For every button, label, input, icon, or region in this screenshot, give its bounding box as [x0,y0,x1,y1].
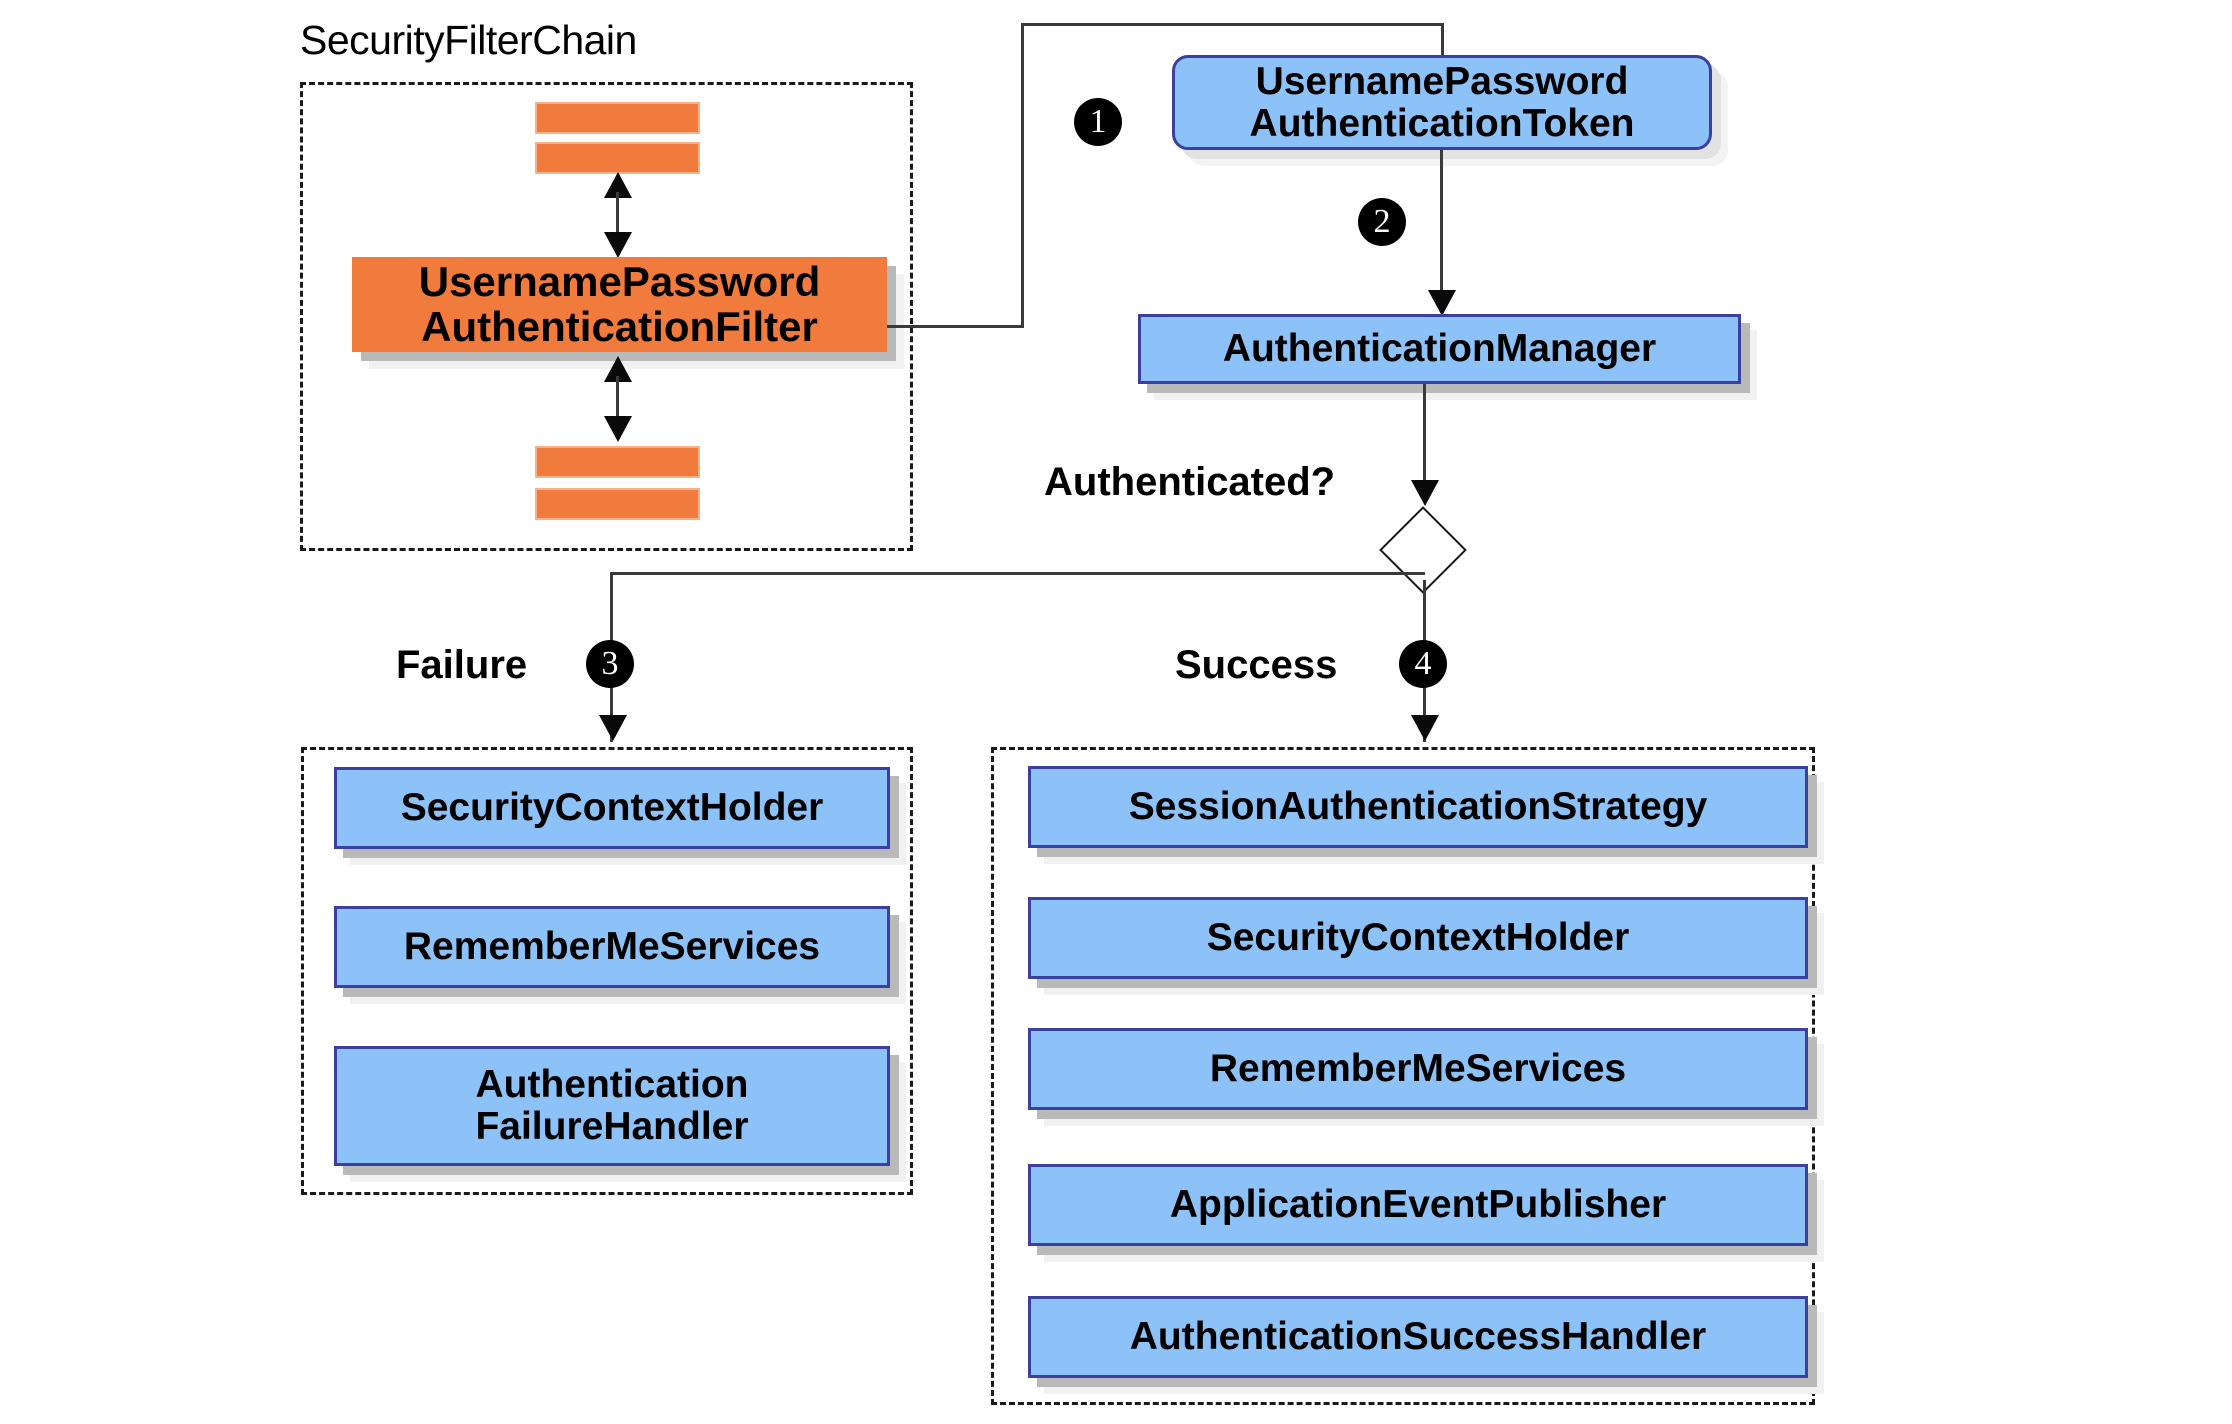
security-filter-chain-group [300,82,913,551]
connector-token-to-manager-line [1440,150,1443,305]
badge-1: 1 [1074,98,1122,146]
branch-failure-label: Failure [396,643,528,687]
node-username-password-authentication-filter[interactable]: UsernamePassword AuthenticationFilter [352,257,887,352]
failure-node-security-context-holder[interactable]: SecurityContextHolder [334,767,890,849]
badge-3: 3 [586,640,634,688]
filter-stub-top-1 [535,102,700,134]
node-username-password-authentication-token[interactable]: UsernamePassword AuthenticationToken [1172,55,1712,150]
connector-token-to-manager-arrow [1428,290,1456,316]
filter-stub-bottom-2 [535,488,700,520]
connector-token-entry [1441,23,1444,58]
success-node-application-event-publisher[interactable]: ApplicationEventPublisher [1028,1164,1808,1246]
filter-stub-top-2 [535,142,700,174]
branch-success-label: Success [1175,643,1338,687]
filter-link-top-line [616,192,619,238]
branch-failure-arrow [599,715,627,741]
success-node-remember-me-services[interactable]: RememberMeServices [1028,1028,1808,1110]
connector-filter-to-token-h1 [887,325,1024,328]
success-group [991,747,1815,1405]
decision-label: Authenticated? [1044,460,1336,504]
filter-link-bottom-line [616,376,619,422]
success-node-session-authentication-strategy[interactable]: SessionAuthenticationStrategy [1028,766,1808,848]
failure-node-remember-me-services[interactable]: RememberMeServices [334,906,890,988]
badge-2: 2 [1358,198,1406,246]
branch-horizontal-line [610,572,1425,575]
security-filter-chain-title: SecurityFilterChain [300,17,637,63]
success-node-authentication-success-handler[interactable]: AuthenticationSuccessHandler [1028,1296,1808,1378]
badge-4: 4 [1399,640,1447,688]
node-authentication-manager[interactable]: AuthenticationManager [1138,314,1741,384]
failure-node-authentication-failure-handler[interactable]: Authentication FailureHandler [334,1046,890,1166]
filter-link-top-arrow-down [604,232,632,258]
connector-filter-to-token-h2 [1021,23,1444,26]
connector-manager-to-decision-line [1423,384,1426,499]
success-node-security-context-holder[interactable]: SecurityContextHolder [1028,897,1808,979]
failure-group [301,747,913,1195]
filter-stub-bottom-1 [535,446,700,478]
connector-manager-to-decision-arrow [1411,480,1439,506]
filter-link-bottom-arrow-down [604,416,632,442]
branch-success-arrow [1411,715,1439,741]
connector-filter-to-token-v [1021,23,1024,328]
